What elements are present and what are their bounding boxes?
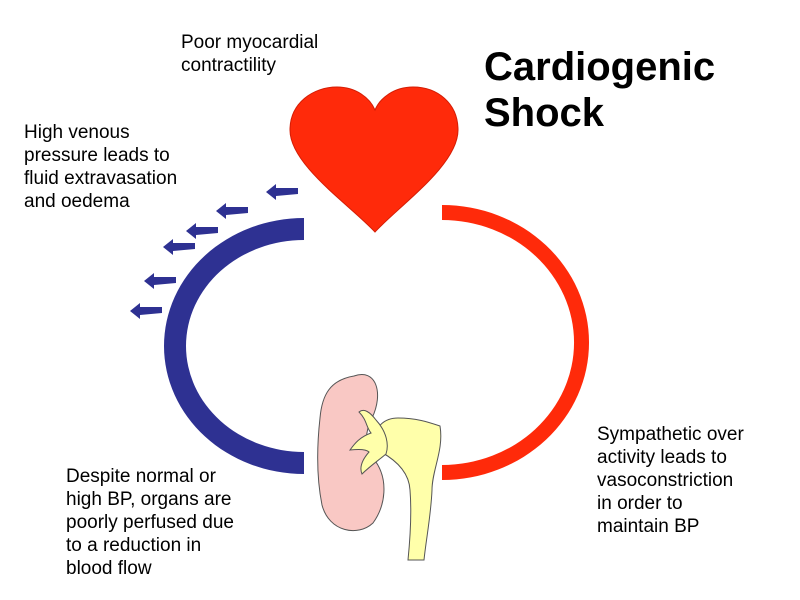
venous-arc: [164, 218, 304, 474]
label-line: activity leads to: [597, 447, 727, 468]
extravasation-arrows: [130, 184, 298, 319]
label-line: Despite normal or: [66, 466, 216, 487]
extravasation-arrow: [266, 184, 298, 200]
extravasation-arrow: [186, 223, 218, 239]
label-line: Poor myocardial: [181, 32, 319, 53]
label-line: contractility: [181, 55, 277, 76]
diagram-title: Cardiogenic Shock: [484, 44, 715, 136]
label-line: maintain BP: [597, 516, 700, 537]
label-line: High venous: [24, 122, 130, 143]
label-line: high BP, organs are: [66, 489, 232, 510]
extravasation-arrow: [163, 239, 195, 255]
label-line: and oedema: [24, 191, 130, 212]
label-line: fluid extravasation: [24, 168, 178, 189]
label-line: pressure leads to: [24, 145, 170, 166]
extravasation-arrow: [216, 203, 248, 219]
heart-label: Poor myocardial contractility: [181, 31, 318, 77]
kidney-icon: [317, 374, 442, 561]
sympathetic-label: Sympathetic over activity leads to vasoc…: [597, 423, 744, 538]
label-line: poorly perfused due: [66, 512, 234, 533]
label-line: Sympathetic over: [597, 424, 744, 445]
arterial-arc: [442, 205, 590, 480]
extravasation-arrow: [130, 303, 162, 319]
renal-pelvis: [348, 409, 388, 475]
perfusion-label: Despite normal or high BP, organs are po…: [66, 465, 234, 580]
label-line: blood flow: [66, 558, 152, 579]
extravasation-arrow: [144, 273, 176, 289]
ureter-icon: [372, 417, 442, 561]
heart-icon: [289, 86, 459, 233]
label-line: to a reduction in: [66, 535, 202, 556]
title-line: Shock: [484, 91, 605, 135]
title-line: Cardiogenic: [484, 45, 716, 89]
label-line: vasoconstriction: [597, 470, 734, 491]
venous-pressure-label: High venous pressure leads to fluid extr…: [24, 121, 177, 213]
label-line: in order to: [597, 493, 683, 514]
